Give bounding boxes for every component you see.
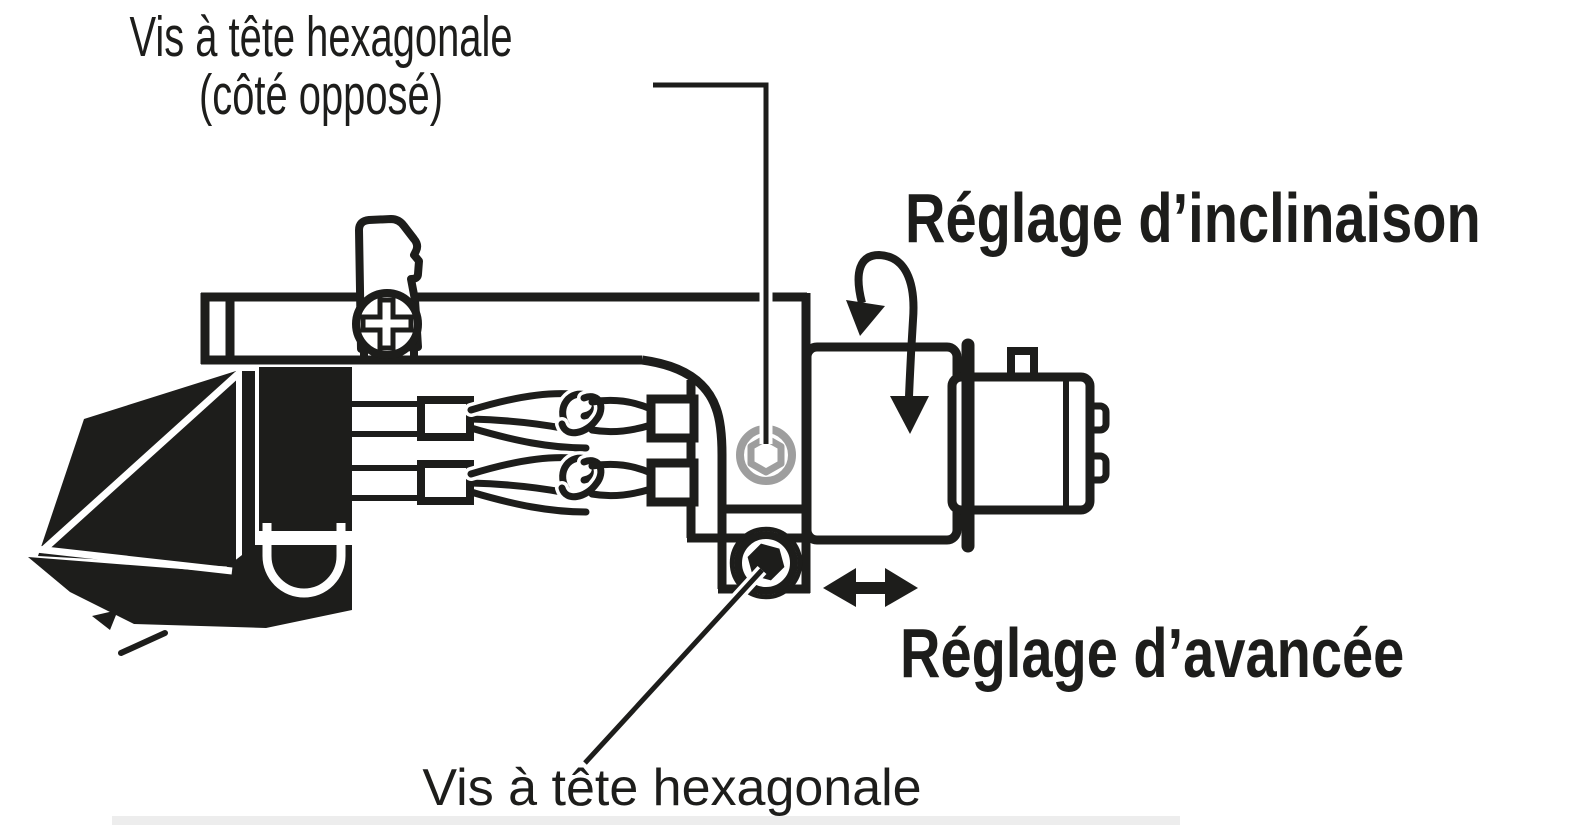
wire-sleeve [417, 396, 474, 441]
cartridge-front-highlight [39, 371, 241, 554]
label-hex-screw-opposite-line2: (côté opposé) [199, 63, 443, 127]
stylus-channel [262, 523, 346, 598]
stylus-mount [92, 610, 118, 630]
wire-terminal [646, 394, 699, 443]
phillips-screw-icon [352, 289, 422, 359]
cartridge-seam [35, 545, 233, 575]
twisted-wire [464, 386, 655, 452]
label-advance-adjustment: Réglage d’avancée [900, 614, 1405, 692]
label-tilt-adjustment: Réglage d’inclinaison [905, 179, 1481, 257]
footer-strip [112, 816, 1180, 825]
label-hex-screw-opposite-line1: Vis à tête hexagonale [129, 5, 513, 69]
cartridge-main-block [259, 367, 352, 531]
rotation-arrow-icon [846, 250, 929, 434]
label-hex-screw: Vis à tête hexagonale [422, 759, 922, 817]
connector-body [947, 372, 1095, 515]
lead-wire-row [346, 386, 699, 452]
label-hex-screw-opposite: Vis à tête hexagonale (côté opposé) [125, 8, 517, 124]
bracket-outlines [200, 292, 811, 594]
leader-line-bottom [580, 565, 767, 768]
connector [947, 347, 1110, 515]
cartridge-divider-bar [242, 371, 255, 568]
leader-line-top [653, 78, 773, 444]
stylus [118, 630, 168, 656]
double-arrow-icon [823, 568, 918, 607]
tilt-block [802, 342, 962, 545]
cartridge-pin [346, 401, 426, 437]
